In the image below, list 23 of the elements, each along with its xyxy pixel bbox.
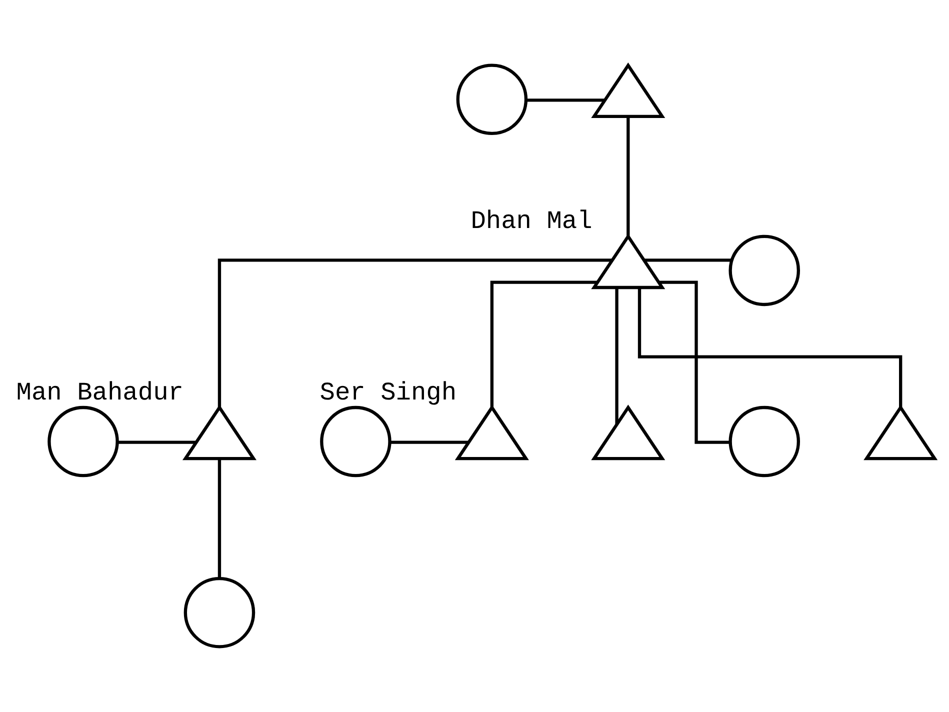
node-circle <box>184 576 256 648</box>
node-circle <box>320 406 392 478</box>
node-label: Dhan Mal <box>470 207 592 236</box>
node-circle <box>48 406 119 478</box>
node-circle <box>728 406 800 478</box>
node-triangle <box>591 404 666 460</box>
node-circle <box>728 234 800 306</box>
connector <box>659 280 730 444</box>
node-triangle <box>591 62 666 118</box>
connector <box>644 258 732 262</box>
connector <box>390 440 468 444</box>
connector <box>615 288 618 424</box>
node-label: Ser Singh <box>320 378 457 408</box>
connector <box>626 116 630 236</box>
connector <box>218 258 612 408</box>
connector <box>490 280 598 407</box>
node-triangle <box>864 404 938 460</box>
connector <box>218 458 222 578</box>
connector <box>526 98 605 102</box>
node-label: Man Bahadur <box>16 378 184 408</box>
connector <box>638 288 902 408</box>
node-circle <box>456 64 528 136</box>
connector <box>118 440 196 444</box>
